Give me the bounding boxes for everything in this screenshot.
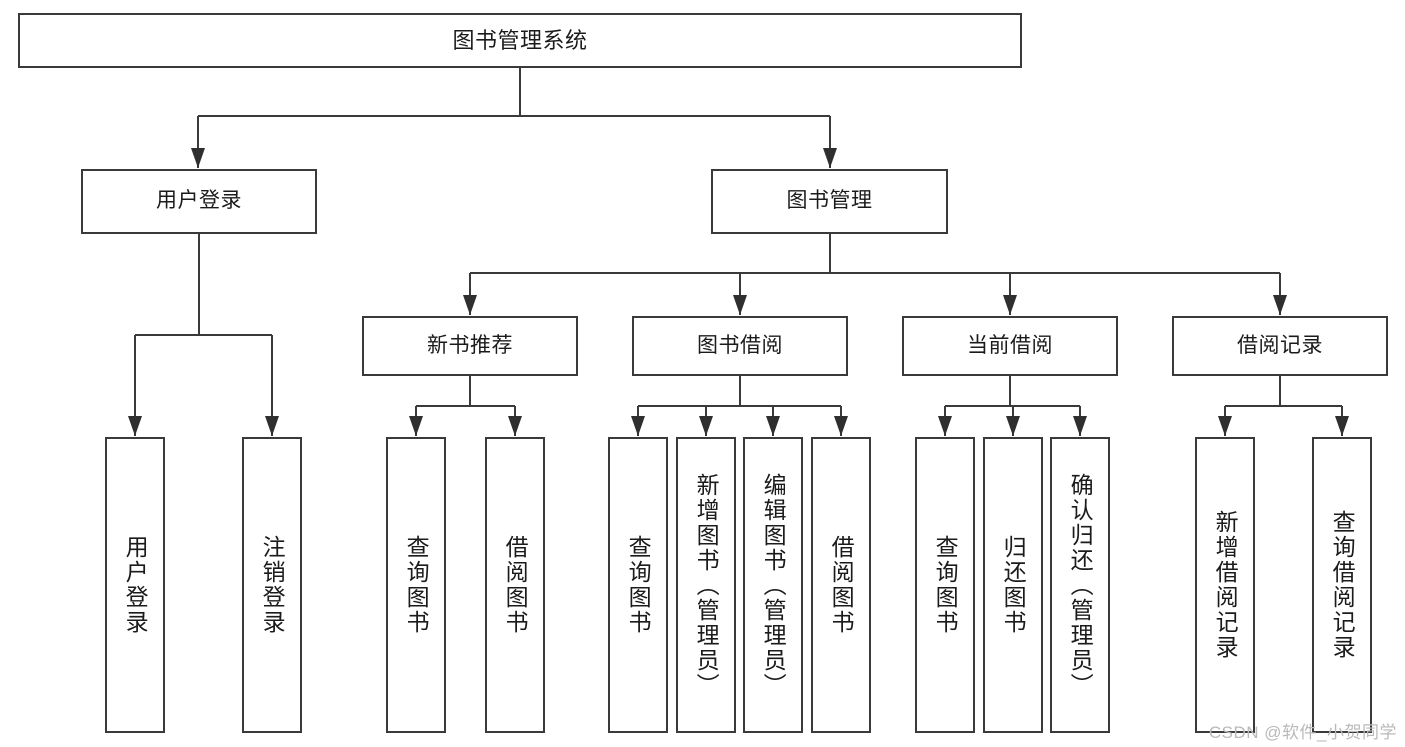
- node-leaf-query-book-1-label: 查询图书: [403, 535, 430, 635]
- node-leaf-query-record-label: 查询借阅记录: [1329, 510, 1356, 660]
- node-leaf-add-book-label: 新增图书（管理员）: [693, 472, 720, 698]
- node-leaf-user-login-label: 用户登录: [122, 535, 149, 635]
- node-leaf-query-book-3-label: 查询图书: [932, 535, 959, 635]
- node-book-borrow-label: 图书借阅: [697, 333, 783, 357]
- node-leaf-user-login[interactable]: 用户登录: [105, 437, 165, 733]
- node-user-login[interactable]: 用户登录: [81, 169, 317, 234]
- node-leaf-return-book[interactable]: 归还图书: [983, 437, 1043, 733]
- node-leaf-borrow-book-1[interactable]: 借阅图书: [485, 437, 545, 733]
- node-leaf-logout-login[interactable]: 注销登录: [242, 437, 302, 733]
- node-leaf-confirm-return-label: 确认归还（管理员）: [1067, 472, 1094, 698]
- node-leaf-edit-book-label: 编辑图书（管理员）: [760, 472, 787, 698]
- node-borrow-record[interactable]: 借阅记录: [1172, 316, 1388, 376]
- csdn-watermark: CSDN @软件_小贺同学: [1208, 723, 1397, 742]
- node-leaf-query-book-2[interactable]: 查询图书: [608, 437, 668, 733]
- node-user-login-label: 用户登录: [156, 189, 242, 213]
- node-new-book-recommend-label: 新书推荐: [427, 333, 513, 357]
- node-leaf-borrow-book-2-label: 借阅图书: [828, 535, 855, 635]
- node-leaf-confirm-return[interactable]: 确认归还（管理员）: [1050, 437, 1110, 733]
- node-leaf-borrow-book-1-label: 借阅图书: [502, 535, 529, 635]
- node-current-borrow-label: 当前借阅: [967, 333, 1053, 357]
- node-leaf-query-book-1[interactable]: 查询图书: [386, 437, 446, 733]
- node-leaf-query-record[interactable]: 查询借阅记录: [1312, 437, 1372, 733]
- node-new-book-recommend[interactable]: 新书推荐: [362, 316, 578, 376]
- node-leaf-query-book-2-label: 查询图书: [625, 535, 652, 635]
- node-current-borrow[interactable]: 当前借阅: [902, 316, 1118, 376]
- node-root[interactable]: 图书管理系统: [18, 13, 1022, 68]
- node-leaf-edit-book[interactable]: 编辑图书（管理员）: [743, 437, 803, 733]
- node-book-manage[interactable]: 图书管理: [711, 169, 948, 234]
- node-book-borrow[interactable]: 图书借阅: [632, 316, 848, 376]
- node-root-label: 图书管理系统: [452, 27, 588, 53]
- node-book-manage-label: 图书管理: [786, 189, 873, 213]
- node-leaf-query-book-3[interactable]: 查询图书: [915, 437, 975, 733]
- node-leaf-add-record-label: 新增借阅记录: [1212, 510, 1239, 660]
- node-leaf-logout-login-label: 注销登录: [259, 535, 286, 635]
- node-leaf-add-book[interactable]: 新增图书（管理员）: [676, 437, 736, 733]
- node-borrow-record-label: 借阅记录: [1237, 333, 1323, 357]
- node-leaf-add-record[interactable]: 新增借阅记录: [1195, 437, 1255, 733]
- node-leaf-borrow-book-2[interactable]: 借阅图书: [811, 437, 871, 733]
- node-leaf-return-book-label: 归还图书: [1000, 535, 1027, 635]
